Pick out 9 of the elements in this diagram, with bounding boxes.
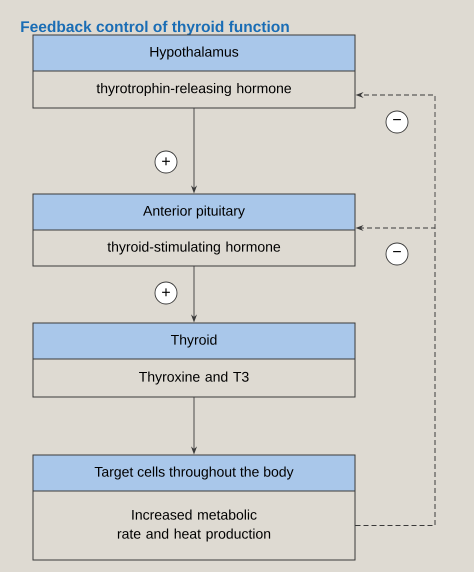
process-box: Target cells throughout the body Increased metabolic rate and heat production <box>32 454 356 560</box>
process-box: Anterior pituitary thyroid-stimulating hormone <box>32 194 356 266</box>
edge-label: − <box>386 242 408 266</box>
edge-label: − <box>386 110 408 134</box>
process-box: Hypothalamus thyrotrophin-releasing hormone <box>32 34 356 108</box>
edge-label: + <box>154 150 178 174</box>
title: Feedback control of thyroid function <box>21 20 289 36</box>
process-box: Thyroid Thyroxine and T3 <box>32 322 356 398</box>
edge-label: + <box>154 282 178 304</box>
